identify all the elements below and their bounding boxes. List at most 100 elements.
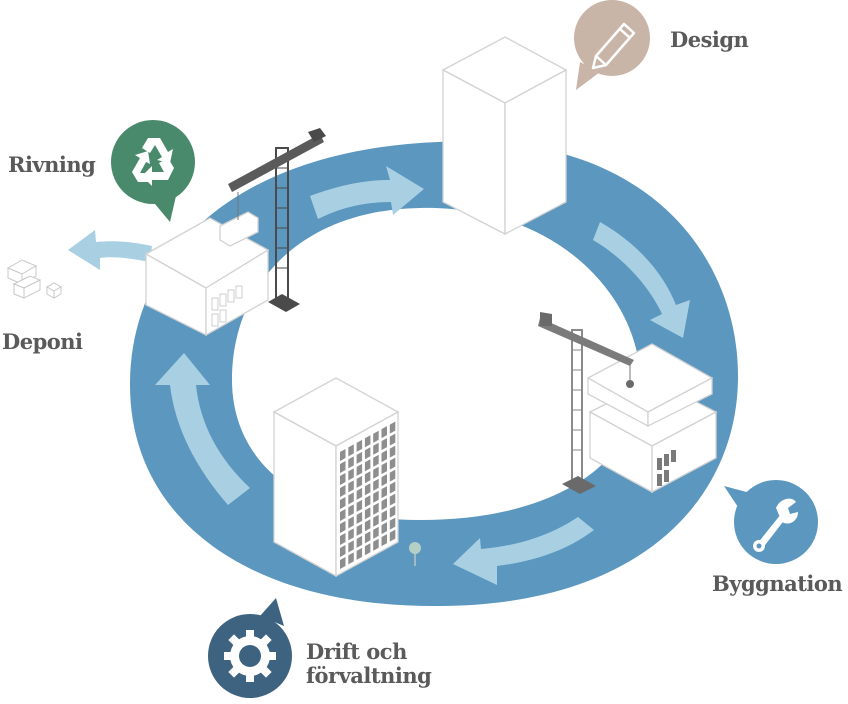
window [389, 469, 396, 482]
window [389, 457, 396, 470]
window [389, 421, 396, 434]
window [389, 517, 396, 530]
window [348, 552, 354, 565]
design-bubble [574, 0, 650, 90]
exit-label-deponi: Deponi [2, 329, 83, 354]
window [348, 492, 354, 505]
window [356, 499, 363, 512]
flow-arrows [68, 166, 690, 585]
window [356, 547, 363, 560]
stage-label-drift-line-2: förvaltning [306, 663, 432, 688]
window [356, 451, 363, 464]
window [364, 471, 371, 484]
window [340, 460, 346, 473]
arrow-rivning-to-design [310, 166, 424, 219]
arrow-design-to-byggnation [593, 222, 690, 338]
construction-crane [538, 312, 634, 494]
window [373, 466, 379, 479]
window [364, 543, 371, 556]
window [381, 438, 387, 451]
window [381, 462, 387, 475]
stage-label-drift-line-1: Drift och [306, 639, 407, 664]
window [381, 426, 387, 439]
window [348, 456, 354, 469]
window [340, 520, 346, 533]
window [381, 498, 387, 511]
window [373, 442, 379, 455]
window [373, 454, 379, 467]
window [348, 528, 354, 541]
arrow-rivning-to-deponi [68, 230, 152, 270]
window [356, 523, 363, 536]
building-windows [340, 421, 396, 569]
window [373, 538, 379, 551]
window [356, 463, 363, 476]
window [364, 507, 371, 520]
window [340, 508, 346, 521]
demolition-crane [228, 128, 326, 312]
window [389, 433, 396, 446]
window [364, 459, 371, 472]
window [348, 540, 354, 553]
window [373, 526, 379, 539]
window [340, 544, 346, 557]
window [348, 516, 354, 529]
stage-label-rivning: Rivning [8, 152, 96, 177]
pencil-icon [591, 22, 636, 70]
wrench-icon [753, 498, 798, 552]
window [348, 468, 354, 481]
construction-building [586, 343, 718, 494]
window [348, 504, 354, 517]
window [373, 514, 379, 527]
debris-blocks-icon [6, 259, 63, 299]
byggnation-bubble [724, 480, 818, 564]
window [364, 447, 371, 460]
window [356, 511, 363, 524]
rivning-bubble [111, 120, 195, 222]
window [373, 502, 379, 515]
window [364, 531, 371, 544]
window [364, 495, 371, 508]
window [381, 474, 387, 487]
demolition-building [144, 211, 270, 337]
window [340, 484, 346, 497]
design-building [441, 36, 568, 236]
window [373, 478, 379, 491]
window [340, 532, 346, 545]
drift-bubble [208, 598, 292, 698]
window [389, 505, 396, 518]
window [356, 487, 363, 500]
window [389, 445, 396, 458]
tree-icon [409, 542, 421, 566]
window [364, 483, 371, 496]
gear-icon [224, 630, 276, 682]
stage-label-byggnation: Byggnation [712, 571, 843, 596]
window [381, 486, 387, 499]
window [373, 430, 379, 443]
arrow-drift-to-rivning [155, 353, 250, 505]
window [364, 519, 371, 532]
window [340, 448, 346, 461]
stage-label-drift: Drift och förvaltning [306, 639, 432, 688]
window [356, 535, 363, 548]
window [340, 556, 346, 569]
recycle-icon [132, 138, 174, 186]
window [340, 472, 346, 485]
window [381, 534, 387, 547]
window [364, 435, 371, 448]
window [348, 480, 354, 493]
window [381, 510, 387, 523]
window [381, 522, 387, 535]
window [356, 475, 363, 488]
window [348, 444, 354, 457]
arrow-byggnation-to-drift [453, 517, 594, 585]
window [389, 529, 396, 542]
window [381, 450, 387, 463]
window [389, 493, 396, 506]
window [389, 481, 396, 494]
operational-building [272, 377, 400, 578]
window [340, 496, 346, 509]
window [373, 490, 379, 503]
stage-label-design: Design [670, 27, 749, 52]
